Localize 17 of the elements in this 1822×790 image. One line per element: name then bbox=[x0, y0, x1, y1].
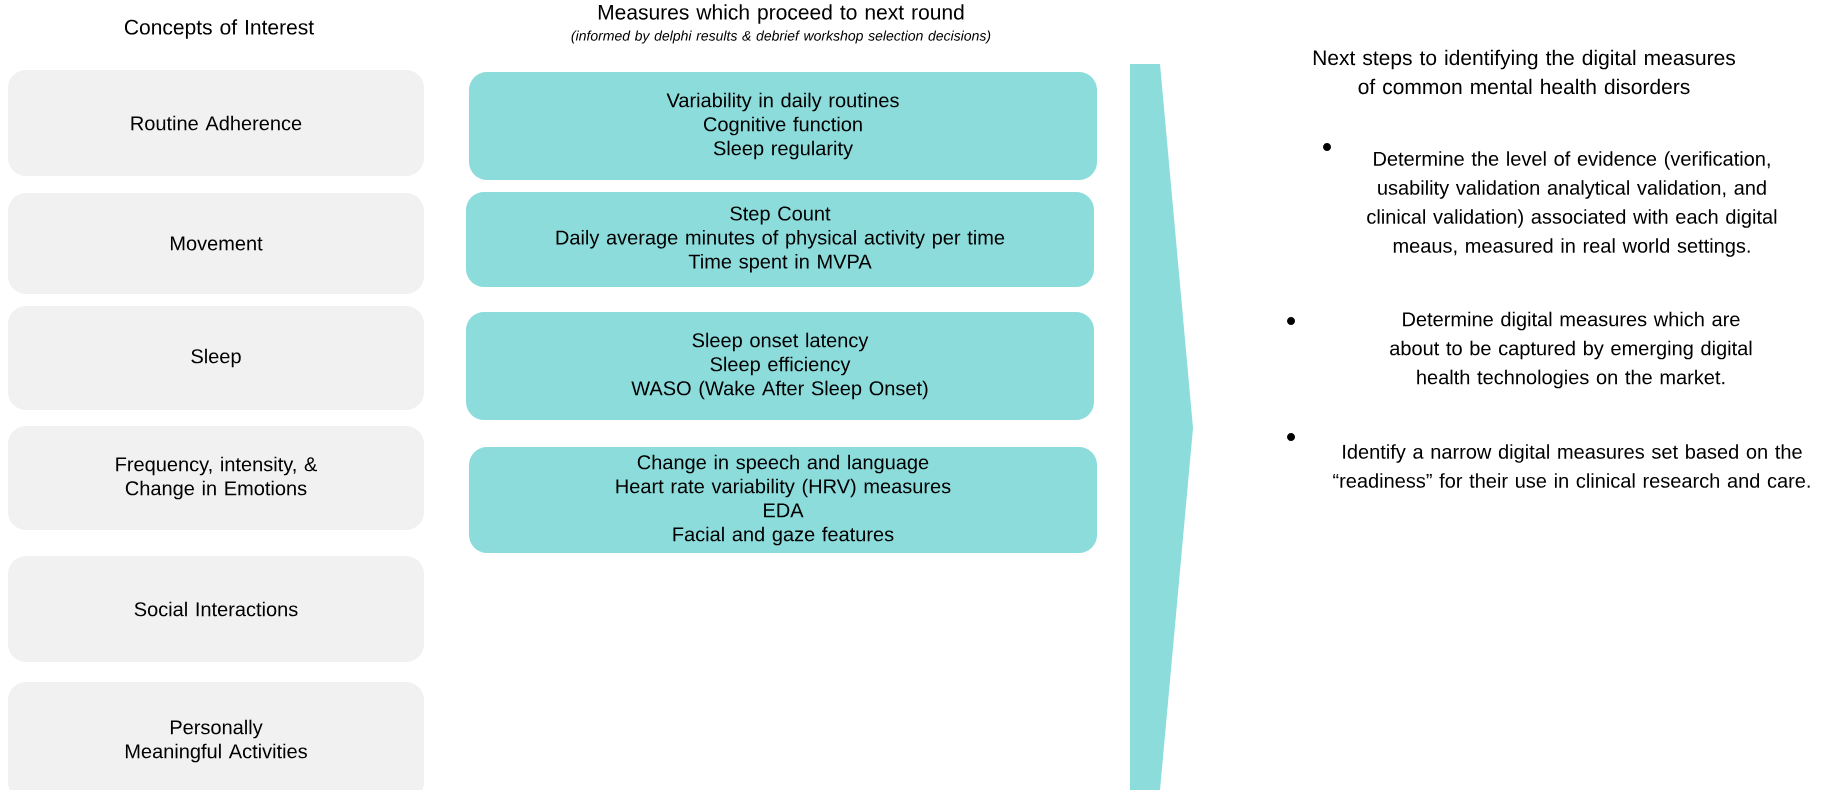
column-heading: Measures which proceed to next round bbox=[598, 4, 964, 24]
column-heading: Next steps to identifying the digital measures of common mental health disorders bbox=[1313, 49, 1736, 95]
bullet-text: Determine digital measures which are about to be captured by emerging digital health technologies on the market. bbox=[1390, 311, 1752, 389]
concept-box: Movement bbox=[8, 193, 424, 294]
concept-box: Sleep bbox=[8, 306, 424, 410]
subtitle: (informed by delphi results & debrief workshop selection decisions) bbox=[571, 30, 991, 44]
measure-box: Variability in daily routines Cognitive function Sleep regularity bbox=[469, 72, 1097, 180]
concept-box: Social Interactions bbox=[8, 556, 424, 662]
measure-box: Sleep onset latency Sleep efficiency WASO (Wake After Sleep Onset) bbox=[466, 312, 1094, 420]
bullet-text: Identify a narrow digital measures set based on the “readiness” for their use in clinical research and care. bbox=[1333, 444, 1810, 488]
measure-box: Step Count Daily average minutes of physical activity per time Time spent in MVPA bbox=[466, 192, 1094, 287]
measure-box: Change in speech and language Heart rate variability (HRV) measures EDA Facial and gaze features bbox=[469, 447, 1097, 553]
concept-box: Routine Adherence bbox=[8, 70, 424, 176]
bullet-text: Determine the level of evidence (verification, usability validation analytical validation, and clinical validation) associated with each digital meaus, measured in real world settings. bbox=[1367, 151, 1777, 257]
concept-box: Frequency, intensity, & Change in Emotions bbox=[8, 426, 424, 530]
concept-box: Personally Meaningful Activities bbox=[8, 682, 424, 790]
column-heading: Concepts of Interest bbox=[124, 19, 314, 39]
